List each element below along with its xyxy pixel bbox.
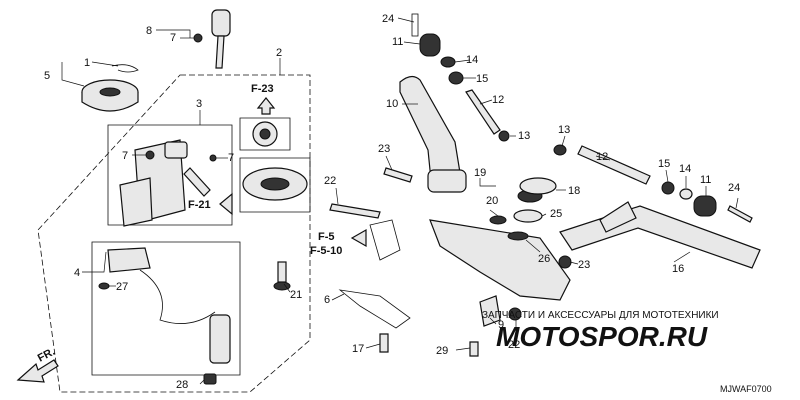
- f5-arrow: [350, 228, 367, 248]
- key-cylinder-cover-part: [81, 79, 139, 112]
- part-number: 24: [382, 13, 394, 25]
- part-number: 5: [44, 70, 50, 82]
- part-number: 22: [324, 175, 336, 187]
- screw-27-part: [98, 282, 110, 290]
- left-handlebar-part: [399, 75, 467, 193]
- part-number: 4: [74, 267, 80, 279]
- part-number: 11: [700, 174, 711, 186]
- nut-22-part: [508, 307, 522, 321]
- bolt-23-part: [383, 167, 413, 183]
- part-number: 25: [550, 208, 562, 220]
- assembly-3-boundary: [107, 124, 233, 226]
- part-number: 23: [578, 259, 590, 271]
- part-number: 17: [352, 343, 364, 355]
- ignition-key-part: [193, 9, 231, 69]
- harness-clip-part: [338, 289, 411, 329]
- part-number: 7: [228, 152, 234, 164]
- inset-21-box: [239, 157, 311, 213]
- part-number: 13: [518, 130, 530, 142]
- part-number: 7: [122, 150, 128, 162]
- part-number: 27: [116, 281, 128, 293]
- part-number: 11: [392, 36, 403, 48]
- right-handlebar-part: [559, 201, 761, 269]
- part-number: 21: [290, 289, 302, 301]
- bar-end-weight-right-part: [553, 144, 753, 223]
- f23-arrow: [256, 97, 276, 115]
- f21-arrow: [219, 192, 233, 216]
- clip-28-part: [203, 373, 217, 385]
- part-number: 29: [436, 345, 448, 357]
- inset-23-box: [239, 117, 291, 151]
- ref-label-f21: F-21: [188, 199, 211, 211]
- ref-label-f5: F-5: [318, 231, 335, 243]
- part-number: 6: [324, 294, 330, 306]
- ignition-switch-part: [119, 139, 217, 227]
- front-direction-arrow: [16, 359, 59, 383]
- part-number: 12: [492, 94, 504, 106]
- part-number: 23: [378, 143, 390, 155]
- assembly-2-boundary: [37, 74, 311, 393]
- part-number: 20: [486, 195, 498, 207]
- part-number: 9: [498, 319, 504, 331]
- part-number: 22: [508, 339, 520, 351]
- bracket-9-part: [479, 295, 501, 327]
- bracket-part: [369, 219, 401, 261]
- part-number: 1: [84, 57, 90, 69]
- part-number: 2: [276, 47, 282, 59]
- part-number: 18: [568, 185, 580, 197]
- diagram-code: MJWAF0700: [720, 384, 772, 394]
- part-number: 10: [386, 98, 398, 110]
- part-number: 16: [672, 263, 684, 275]
- screw-17-part: [379, 333, 389, 353]
- assembly-4-boundary: [91, 241, 241, 376]
- part-number: 14: [466, 54, 478, 66]
- washer-26-part: [507, 231, 529, 241]
- part-number: 8: [146, 25, 152, 37]
- bolt-22-part: [329, 203, 381, 219]
- ref-label-f23: F-23: [251, 83, 274, 95]
- bar-end-weight-left-part: [411, 13, 510, 142]
- seal-ring-part: [111, 64, 139, 73]
- ref-label-f5-10: F-5-10: [310, 245, 342, 257]
- screw-29-part: [469, 341, 479, 357]
- washer-25-part: [513, 209, 543, 223]
- part-number: 15: [658, 158, 670, 170]
- part-number: 19: [474, 167, 486, 179]
- part-number: 13: [558, 124, 570, 136]
- part-number: 3: [196, 98, 202, 110]
- watermark-tagline: ЗАПЧАСТИ И АКСЕССУАРЫ ДЛЯ МОТОТЕХНИКИ: [482, 310, 719, 321]
- part-number: 12: [596, 151, 608, 163]
- part-number: 28: [176, 379, 188, 391]
- nut-23-part: [558, 255, 572, 269]
- part-number: 26: [538, 253, 550, 265]
- leader-lines: [61, 17, 739, 385]
- part-number: 24: [728, 182, 740, 194]
- top-bridge-part: [429, 177, 571, 301]
- part-number: 7: [170, 32, 176, 44]
- screw-21-part: [273, 261, 291, 291]
- part-number: 14: [679, 163, 691, 175]
- switch-wiring-part: [107, 247, 231, 364]
- part-number: 15: [476, 73, 488, 85]
- watermark-logo: MOTOSPOR.RU: [496, 321, 708, 352]
